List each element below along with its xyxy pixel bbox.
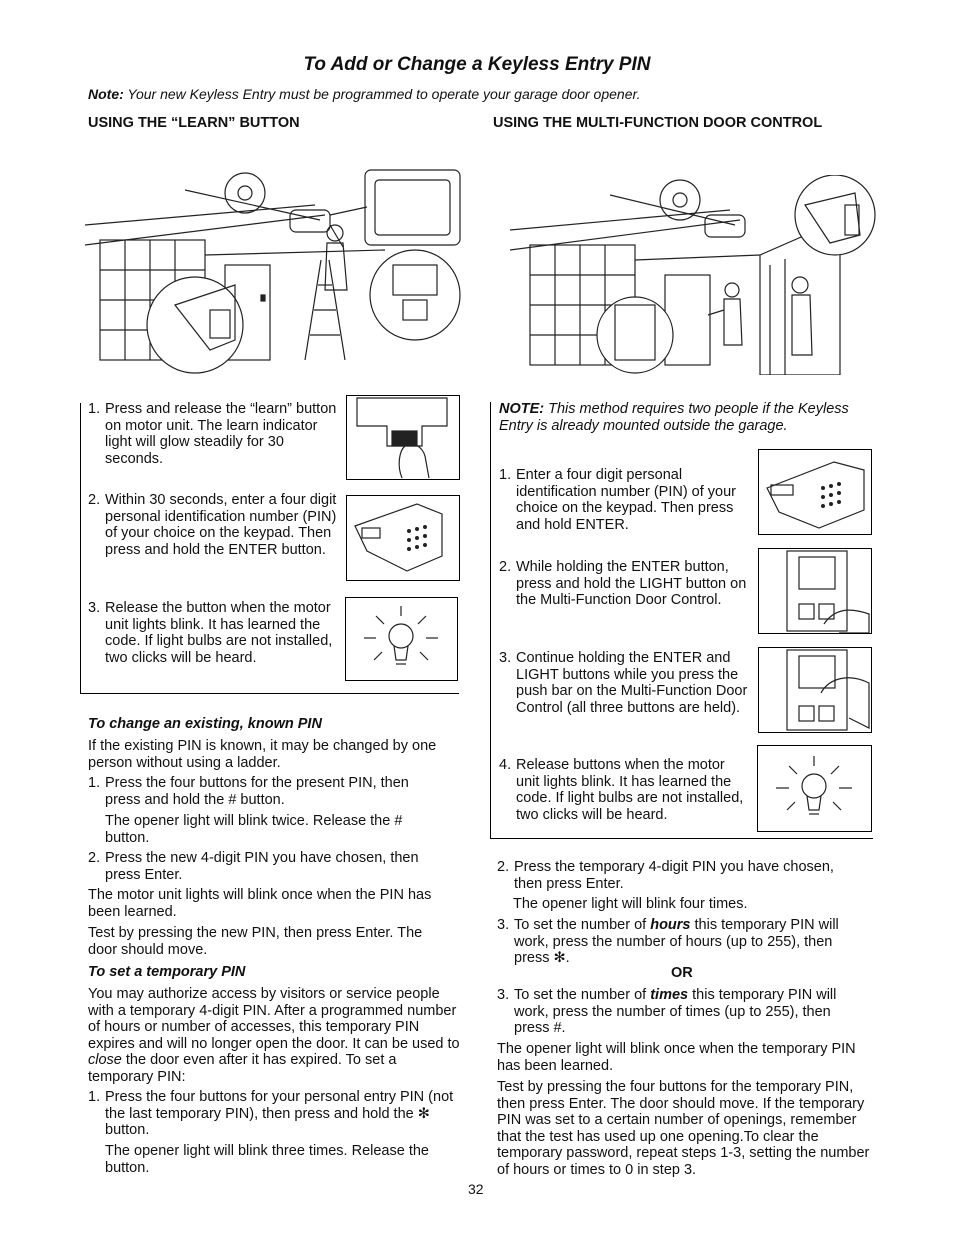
step-text: this temporary PIN will work, press the … xyxy=(514,987,837,1036)
door-control-heading: USING THE MULTI-FUNCTION DOOR CONTROL xyxy=(493,115,823,131)
intro-text: the door even after it has expired. To s… xyxy=(88,1052,397,1085)
note-label: NOTE: xyxy=(499,401,545,417)
step-number: 3. xyxy=(499,650,512,666)
learn-steps-box xyxy=(80,403,459,694)
step-number: 2. xyxy=(88,492,101,508)
keypad-icon xyxy=(346,495,460,581)
step-text: this temporary PIN will work, press the … xyxy=(514,917,839,966)
learn-button-heading: USING THE “LEARN” BUTTON xyxy=(88,115,300,131)
step-text: To set the number of xyxy=(514,987,651,1003)
or-separator: OR xyxy=(671,965,693,981)
temp-pin-heading: To set a temporary PIN xyxy=(88,964,246,980)
step-number: 1. xyxy=(88,775,101,791)
learn-button-press-icon xyxy=(346,395,460,480)
learn-step-1: 1. Press and release the “learn” button … xyxy=(88,401,338,467)
step-text: Press the four buttons for the present P… xyxy=(105,775,409,808)
temp-pin-intro: You may authorize access by visitors or … xyxy=(88,986,460,1085)
keypad-icon xyxy=(758,449,872,535)
step-text: Release the button when the motor unit l… xyxy=(105,600,333,666)
garage-door-control-illustration xyxy=(510,175,885,375)
garage-ladder-illustration xyxy=(85,165,470,375)
step-text: Press the new 4-digit PIN you have chose… xyxy=(105,850,419,883)
light-bulb-icon xyxy=(345,597,458,681)
intro-emphasis: close xyxy=(88,1052,122,1068)
intro-text: You may authorize access by visitors or … xyxy=(88,986,460,1052)
step-text: Within 30 seconds, enter a four digit pe… xyxy=(105,492,337,558)
step-number: 2. xyxy=(88,850,101,866)
step-text: Enter a four digit personal identificati… xyxy=(516,467,737,533)
step-number: 2. xyxy=(499,559,512,575)
step-text: Press and release the “learn” button on … xyxy=(105,401,337,467)
intro-note: Note: Your new Keyless Entry must be pro… xyxy=(88,86,641,102)
step-number: 1. xyxy=(88,401,101,417)
change-pin-step-1-note: The opener light will blink twice. Relea… xyxy=(105,813,403,846)
step-text: Press the temporary 4-digit PIN you have… xyxy=(514,859,834,892)
learn-step-3: 3. Release the button when the motor uni… xyxy=(88,600,338,666)
page-number: 32 xyxy=(468,1181,484,1197)
note-label: Note: xyxy=(88,86,124,102)
change-pin-step-2: 2. Press the new 4-digit PIN you have ch… xyxy=(88,850,443,883)
change-pin-step-1: 1. Press the four buttons for the presen… xyxy=(88,775,443,808)
step-text: Release buttons when the motor unit ligh… xyxy=(516,757,744,823)
door-step-1: 1. Enter a four digit personal identific… xyxy=(499,467,749,533)
temp-pin-step-2-note: The opener light will blink four times. xyxy=(513,896,748,912)
light-bulb-icon xyxy=(757,745,872,832)
step-text: Press the four buttons for your personal… xyxy=(105,1089,454,1138)
door-step-3: 3. Continue holding the ENTER and LIGHT … xyxy=(499,650,749,716)
step-number: 3. xyxy=(497,987,510,1003)
temp-pin-step-1: 1. Press the four buttons for your perso… xyxy=(88,1089,458,1139)
door-step-4: 4. Release buttons when the motor unit l… xyxy=(499,757,749,823)
step-number: 1. xyxy=(88,1089,101,1105)
step-emphasis: hours xyxy=(650,917,691,933)
door-control-light-icon xyxy=(758,548,872,634)
note-text: Your new Keyless Entry must be programme… xyxy=(123,86,641,102)
step-number: 4. xyxy=(499,757,512,773)
temp-pin-step-3-hours: 3. To set the number of hours this tempo… xyxy=(497,917,857,967)
note-text: This method requires two people if the K… xyxy=(499,401,849,434)
page-title: To Add or Change a Keyless Entry PIN xyxy=(303,54,651,75)
learn-step-2: 2. Within 30 seconds, enter a four digit… xyxy=(88,492,338,558)
step-text: Continue holding the ENTER and LIGHT but… xyxy=(516,650,748,716)
door-control-push-bar-icon xyxy=(758,647,872,733)
temp-pin-step-3-times: 3. To set the number of times this tempo… xyxy=(497,987,857,1037)
step-number: 3. xyxy=(497,917,510,933)
step-text: While holding the ENTER button, press an… xyxy=(516,559,747,608)
step-number: 1. xyxy=(499,467,512,483)
step-emphasis: times xyxy=(650,987,689,1003)
door-step-2: 2. While holding the ENTER button, press… xyxy=(499,559,749,609)
change-pin-heading: To change an existing, known PIN xyxy=(88,716,322,732)
temp-pin-step-1-note: The opener light will blink three times.… xyxy=(105,1143,429,1176)
temp-pin-step-2: 2. Press the temporary 4-digit PIN you h… xyxy=(497,859,857,892)
step-number: 2. xyxy=(497,859,510,875)
door-control-steps-box xyxy=(490,402,873,839)
step-number: 3. xyxy=(88,600,101,616)
step-text: To set the number of xyxy=(514,917,651,933)
change-pin-intro: If the existing PIN is known, it may be … xyxy=(88,738,437,771)
temp-pin-learned: The opener light will blink once when th… xyxy=(497,1041,856,1074)
change-pin-learned: The motor unit lights will blink once wh… xyxy=(88,887,432,920)
change-pin-test: Test by pressing the new PIN, then press… xyxy=(88,925,423,958)
door-control-note: NOTE: This method requires two people if… xyxy=(499,401,869,434)
temp-pin-test: Test by pressing the four buttons for th… xyxy=(497,1079,870,1178)
